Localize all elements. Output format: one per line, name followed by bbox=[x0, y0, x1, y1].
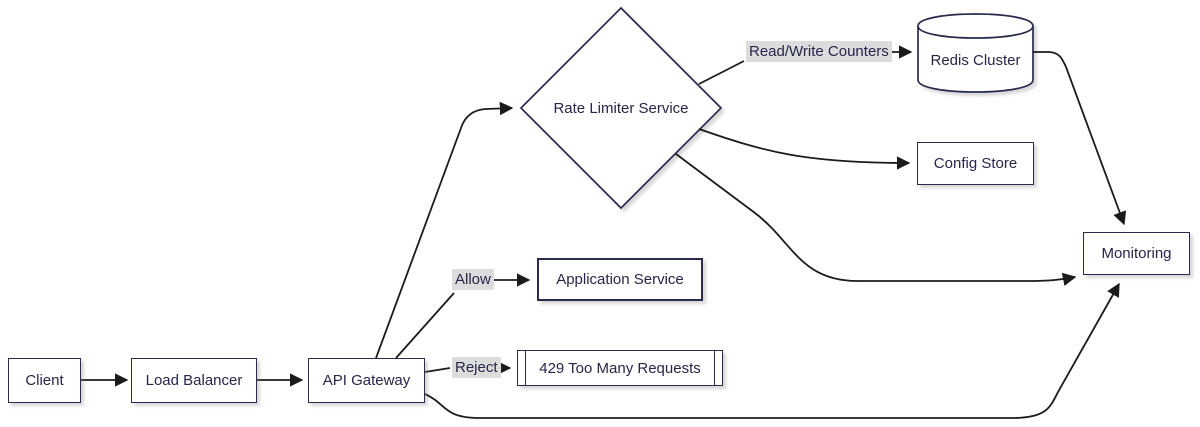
node-monitoring-label: Monitoring bbox=[1101, 245, 1172, 262]
node-application-service: Application Service bbox=[537, 258, 703, 301]
node-api-gateway-label: API Gateway bbox=[322, 372, 411, 389]
edge-rate-limiter-monitoring bbox=[675, 153, 1077, 287]
edge-api-gateway-allow-segment bbox=[395, 292, 455, 359]
node-config-store: Config Store bbox=[917, 142, 1034, 185]
edge-redis-cluster-monitoring bbox=[1033, 51, 1127, 226]
node-load-balancer-label: Load Balancer bbox=[145, 372, 243, 389]
node-application-service-label: Application Service bbox=[556, 271, 684, 288]
node-429-label: 429 Too Many Requests bbox=[539, 359, 701, 377]
node-client-label: Client bbox=[25, 372, 64, 389]
edge-api-gateway-reject-segment bbox=[424, 367, 451, 373]
edge-rate-limiter-counters-segment bbox=[698, 60, 745, 85]
rate-limiter-diamond bbox=[519, 6, 723, 210]
edge-rate-limiter-config-store bbox=[698, 128, 911, 170]
edge-label-allow: Allow bbox=[452, 269, 494, 290]
node-monitoring: Monitoring bbox=[1083, 232, 1190, 275]
redis-cylinder bbox=[917, 13, 1034, 93]
node-client: Client bbox=[8, 358, 81, 403]
node-load-balancer: Load Balancer bbox=[131, 358, 257, 403]
subroutine-left-bar bbox=[525, 351, 526, 385]
node-config-store-label: Config Store bbox=[933, 155, 1018, 172]
edge-label-read-write-counters: Read/Write Counters bbox=[746, 41, 892, 62]
subroutine-right-bar bbox=[714, 351, 715, 385]
edge-label-reject: Reject bbox=[452, 357, 501, 378]
node-api-gateway: API Gateway bbox=[308, 358, 425, 403]
edge-api-gateway-rate-limiter bbox=[375, 101, 514, 359]
edge-api-gateway-monitoring bbox=[424, 282, 1120, 419]
node-429-too-many-requests: 429 Too Many Requests bbox=[517, 350, 723, 386]
